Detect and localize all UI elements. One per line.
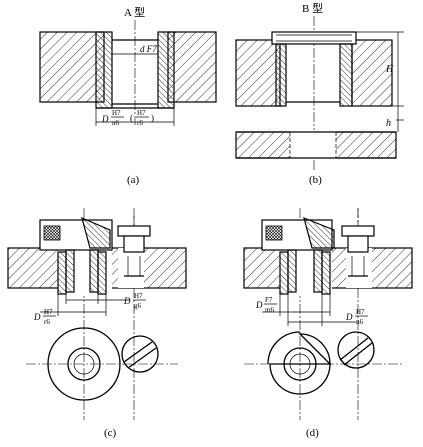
svg-text:H7: H7: [112, 109, 121, 117]
svg-text:H7: H7: [137, 109, 146, 117]
gap-label: h: [386, 118, 391, 129]
svg-text:H7: H7: [44, 308, 53, 316]
svg-text:H7: H7: [356, 308, 365, 316]
svg-text:(: (: [130, 113, 133, 123]
svg-text:): ): [151, 113, 154, 123]
svg-text:D: D: [123, 296, 131, 306]
svg-text:g6: g6: [134, 302, 142, 310]
svg-text:n6: n6: [112, 119, 120, 127]
figure-a-type-label: A 型: [124, 5, 145, 19]
svg-text:D: D: [345, 312, 353, 322]
figure-b: B 型 H h (b): [235, 1, 404, 186]
figure-b-type-label: B 型: [302, 1, 323, 15]
caption-b: (b): [309, 174, 322, 186]
svg-text:n6: n6: [356, 318, 364, 326]
figure-c: D H7 r6 D H7 g6 (c): [7, 208, 187, 439]
svg-text:H7: H7: [134, 292, 143, 300]
figure-d: D F7 m6 D H7 n6 (d): [243, 208, 413, 439]
svg-text:r6: r6: [137, 119, 143, 127]
svg-text:F7: F7: [265, 296, 273, 304]
svg-text:r6: r6: [44, 318, 50, 326]
svg-text:D: D: [255, 300, 263, 310]
bore-fit-label: d F7: [140, 44, 157, 54]
caption-d: (d): [306, 427, 319, 439]
figure-a: A 型 d F7 D H7 n6 ( H7 r6 ) (a): [39, 5, 217, 186]
svg-text:D: D: [101, 114, 109, 124]
height-label: H: [385, 64, 394, 75]
svg-text:D: D: [33, 312, 41, 322]
svg-text:m6: m6: [265, 306, 274, 314]
caption-a: (a): [127, 174, 140, 186]
caption-c: (c): [104, 427, 117, 439]
